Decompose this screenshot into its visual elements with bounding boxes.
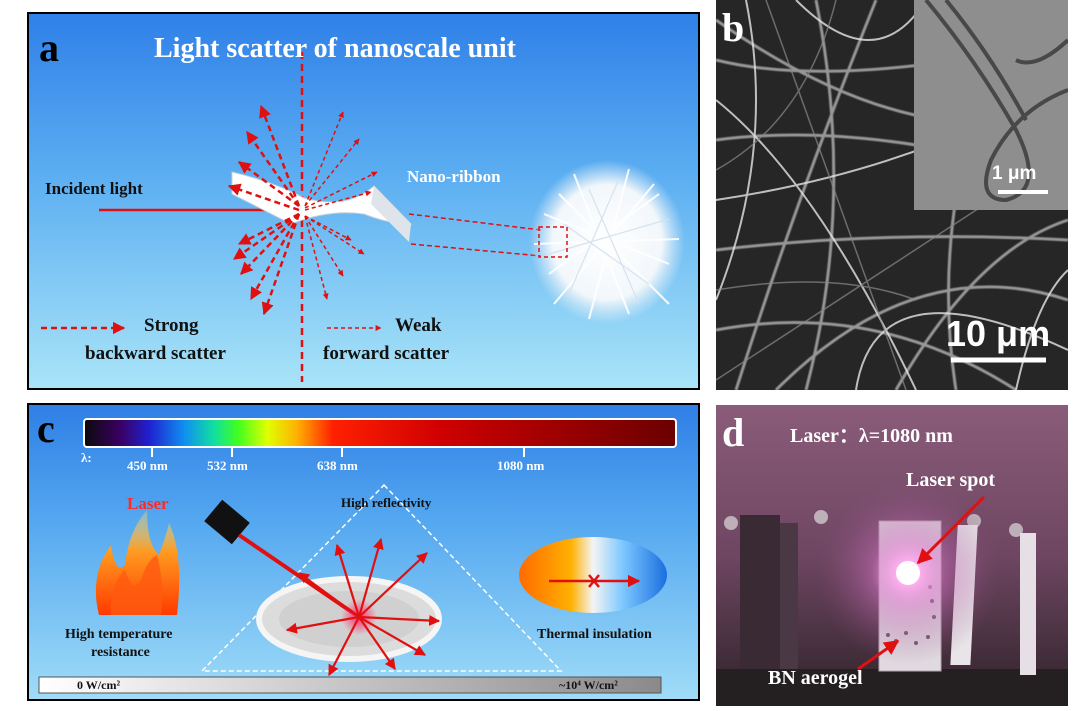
main-scale-label: 10 μm: [946, 313, 1051, 354]
panel-a: a Light scatter of nanoscale unit Incide…: [27, 12, 700, 390]
panel-c: c λ: 450 nm 532 nm 638 nm 1080 nm Laser …: [27, 403, 700, 701]
inset-scale-label: 1 μm: [992, 163, 1037, 184]
reflection-arrows: [285, 537, 441, 676]
ribbon-edge: [371, 186, 411, 242]
strong-label-line1: Strong: [144, 315, 199, 336]
aerogel-ball: [529, 160, 685, 324]
nano-ribbon-label: Nano-ribbon: [407, 167, 501, 186]
laser-label: Laser: [127, 494, 169, 513]
weak-label-line1: Weak: [395, 315, 442, 336]
panel-letter: a: [39, 25, 59, 70]
base-plate: [716, 669, 1068, 706]
thermal-insulation-label: Thermal insulation: [537, 627, 652, 642]
tick-label-638: 638 nm: [317, 458, 358, 473]
temperature-label-line2: resistance: [91, 645, 150, 660]
bn-aerogel-label: BN aerogel: [768, 667, 863, 689]
tick-label-1080: 1080 nm: [497, 458, 545, 473]
high-reflectivity-label: High reflectivity: [341, 495, 432, 510]
incident-light-label: Incident light: [45, 179, 143, 198]
strong-label-line2: backward scatter: [85, 343, 226, 364]
panel-d: d Laser：λ=1080 nm Laser spot BN aerogel: [716, 405, 1068, 706]
bn-aerogel-arrow: [857, 639, 900, 671]
laser-spot-arrow: [916, 495, 986, 565]
tick-label-532: 532 nm: [207, 458, 248, 473]
tem-inset: [914, 0, 1068, 210]
spectrum-ticks: [151, 447, 525, 457]
flame-icon: [95, 510, 180, 615]
left-post: [740, 515, 780, 685]
laser-info-label: Laser：λ=1080 nm: [790, 425, 953, 447]
laser-photo: [716, 405, 1068, 706]
panel-letter: c: [37, 406, 55, 451]
forward-scatter-arrows: [304, 111, 378, 300]
sem-image: [716, 0, 1068, 390]
laser-head: [204, 499, 250, 545]
panel-c-graphics: [38, 418, 677, 694]
laser-spot-label: Laser spot: [906, 469, 996, 491]
spectrum-bar: [83, 418, 677, 448]
panel-title: Light scatter of nanoscale unit: [154, 33, 516, 64]
zoom-line-bottom: [410, 243, 542, 257]
panel-letter: b: [722, 5, 745, 50]
zoom-line-top: [408, 213, 542, 231]
panel-a-graphics: [41, 52, 685, 382]
backward-scatter-arrows: [227, 104, 301, 316]
laser-spot-center: [896, 561, 920, 585]
temperature-label-line1: High temperature: [65, 627, 173, 642]
thermal-insulation-icon: [519, 537, 667, 613]
power-min-label: 0 W/cm²: [77, 678, 121, 692]
right-strip: [1020, 533, 1036, 675]
panel-b: b 1 μm 10 μm: [716, 0, 1068, 390]
power-density-bar: [38, 676, 662, 694]
weak-label-line2: forward scatter: [323, 343, 450, 364]
panel-letter: d: [722, 410, 745, 455]
lambda-label: λ:: [81, 450, 92, 465]
reflectivity-triangle: [200, 483, 563, 672]
power-max-label: ~10⁴ W/cm²: [559, 678, 618, 692]
tick-label-450: 450 nm: [127, 458, 168, 473]
zoom-box: [538, 226, 568, 258]
